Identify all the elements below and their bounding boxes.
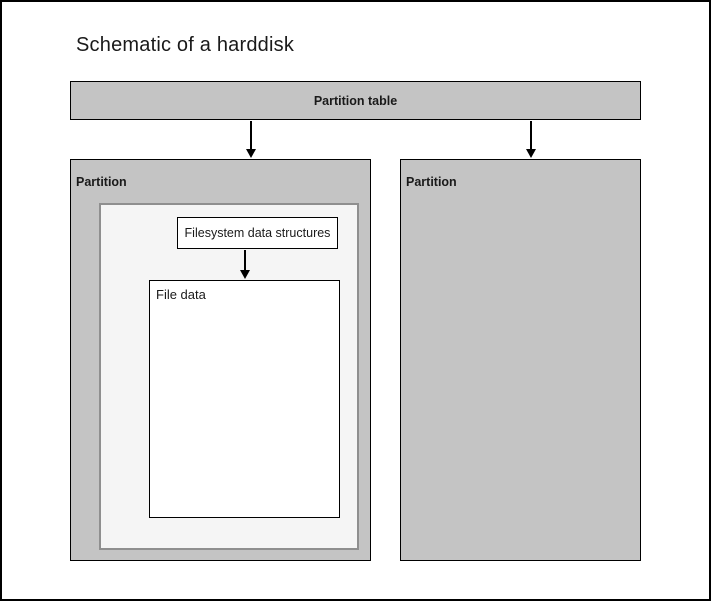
left-partition-box: Partition Filesystem data structures Fil… [70,159,371,561]
right-partition-box: Partition [400,159,641,561]
arrow-down-to-file-data [239,250,251,279]
filesystem-data-structures-label: Filesystem data structures [184,226,331,240]
diagram-title: Schematic of a harddisk [76,34,295,56]
arrow-head [240,270,250,279]
file-data-label: File data [156,287,206,302]
right-partition-label: Partition [406,175,457,189]
arrow-head [246,149,256,158]
arrow-shaft [530,121,532,149]
partition-table-box: Partition table [70,81,641,120]
arrow-head [526,149,536,158]
filesystem-area-box: Filesystem data structures File data [99,203,359,550]
filesystem-data-structures-box: Filesystem data structures [177,217,338,249]
arrow-down-to-left-partition [245,121,257,158]
left-partition-label: Partition [76,175,127,189]
arrow-shaft [244,250,246,270]
arrow-down-to-right-partition [525,121,537,158]
arrow-shaft [250,121,252,149]
partition-table-label: Partition table [313,93,398,108]
file-data-box: File data [149,280,340,518]
